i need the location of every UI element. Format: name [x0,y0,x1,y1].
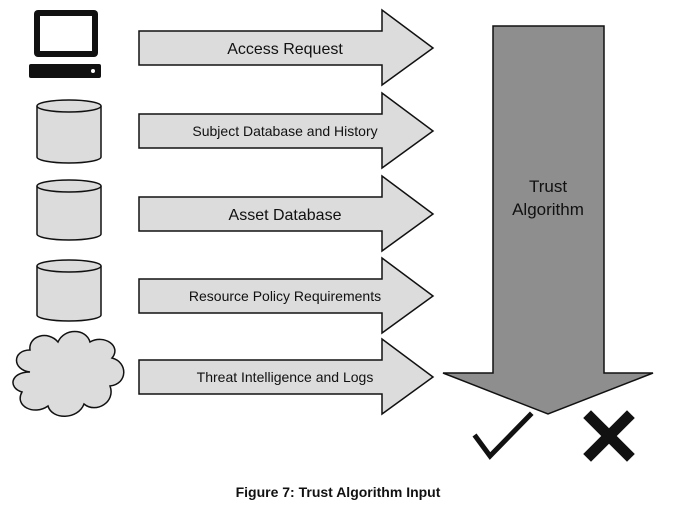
input-arrow-asset-database: Asset Database [138,174,435,253]
input-label: Threat Intelligence and Logs [197,369,374,385]
cloud-icon [12,330,125,417]
computer-icon [29,10,101,78]
input-arrow-access-request: Access Request [138,8,435,87]
input-label: Subject Database and History [192,123,377,139]
database-icon [36,99,102,164]
algorithm-label-line2: Algorithm [512,200,584,219]
cross-icon [583,410,635,462]
database-icon [36,179,102,241]
checkmark-icon [472,411,534,460]
input-label: Resource Policy Requirements [189,288,381,304]
algorithm-label-line1: Trust [529,177,567,196]
input-arrow-resource-policy: Resource Policy Requirements [138,256,435,335]
input-label: Asset Database [229,207,342,224]
input-arrow-threat-intelligence: Threat Intelligence and Logs [138,337,435,416]
database-icon [36,259,102,322]
input-arrow-subject-database: Subject Database and History [138,91,435,170]
input-label: Access Request [227,41,343,58]
figure-caption: Figure 7: Trust Algorithm Input [235,484,441,500]
trust-algorithm-arrow: Trust Algorithm [442,25,654,415]
